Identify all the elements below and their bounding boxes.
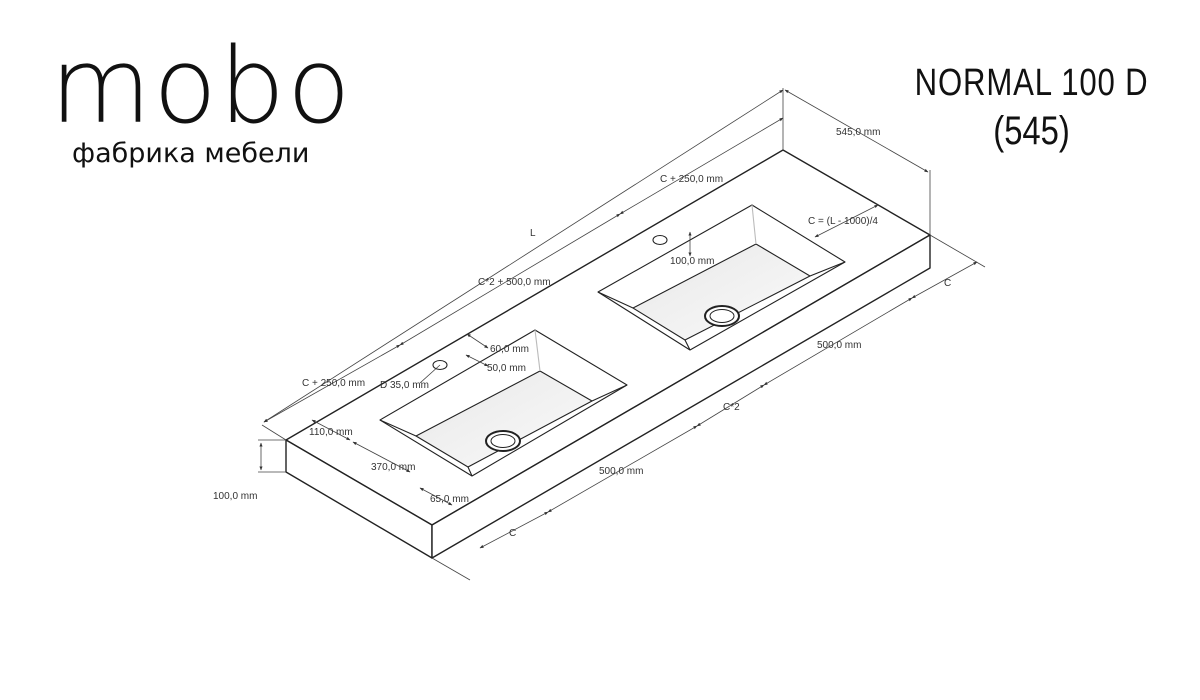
label-c-half-front: C*2	[723, 402, 740, 413]
label-right-basin-width: 500,0 mm	[817, 340, 861, 351]
label-basin-depth: 370,0 mm	[371, 462, 415, 473]
label-c-plus-250-left: C + 250,0 mm	[302, 378, 365, 389]
right-faucet-hole	[652, 234, 668, 246]
label-hole-offset-50: 50,0 mm	[487, 363, 526, 374]
dimension-lines	[258, 88, 986, 581]
label-c-formula: C = (L - 1000)/4	[808, 216, 878, 227]
product-name: NORMAL 100 D	[914, 62, 1149, 104]
label-side-offset: 65,0 mm	[430, 494, 469, 505]
countertop	[285, 149, 931, 559]
label-c-left: C	[509, 528, 516, 539]
label-height: 100,0 mm	[213, 491, 257, 502]
label-front-offset: 110,0 mm	[309, 427, 353, 438]
label-c-half-plus-500: C*2 + 500,0 mm	[478, 277, 551, 288]
label-hole-offset-60: 60,0 mm	[490, 344, 529, 355]
product-title-block: NORMAL 100 D (545)	[889, 60, 1174, 156]
label-left-basin-width: 500,0 mm	[599, 466, 643, 477]
label-length: L	[530, 228, 536, 239]
label-basin-offset: 100,0 mm	[670, 256, 714, 267]
label-hole-diameter: D 35,0 mm	[380, 380, 429, 391]
product-code: (545)	[993, 109, 1070, 153]
dimension-labels: 545,0 mm L C + 250,0 mm C = (L - 1000)/4…	[213, 127, 951, 539]
label-c-right: C	[944, 278, 951, 289]
label-c-plus-250-top: C + 250,0 mm	[660, 174, 723, 185]
label-depth: 545,0 mm	[836, 127, 880, 138]
